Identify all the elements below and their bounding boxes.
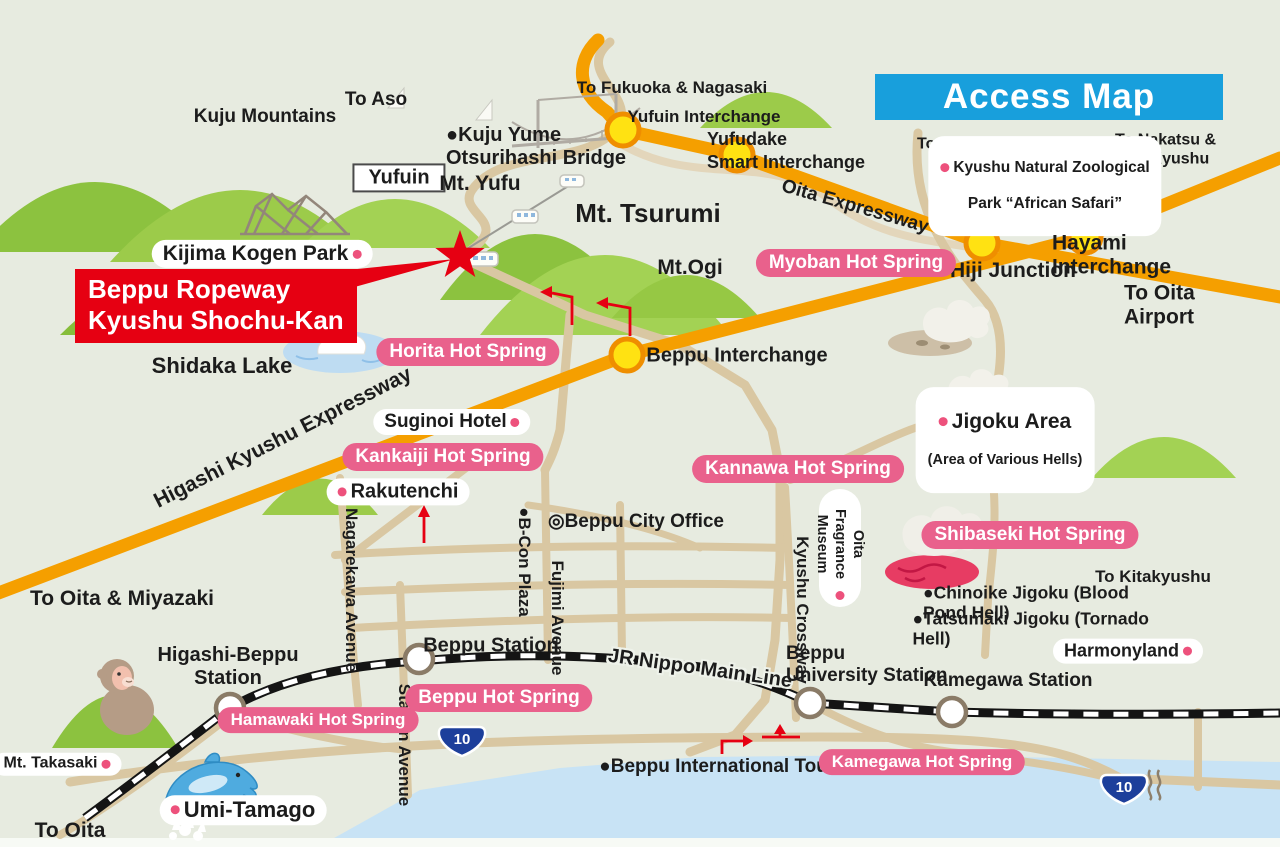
pink-dot bbox=[938, 417, 948, 427]
label-to-oita-airport: To Oita Airport bbox=[1124, 281, 1195, 329]
label-tatsumaki-jigoku: ●Tatsumaki Jigoku (Tornado Hell) bbox=[912, 608, 1149, 649]
badge-zoological-park: Kyushu Natural Zoological Park “African … bbox=[928, 136, 1162, 236]
badge-kijima-kogen-park: Kijima Kogen Park bbox=[151, 239, 373, 269]
label-hiji-junction: Hiji Junction bbox=[950, 258, 1076, 282]
badge-myoban-hot-spring: Myoban Hot Spring bbox=[755, 248, 957, 278]
steam-marks-icon bbox=[1147, 769, 1162, 801]
badge-kankaiji-hot-spring: Kankaiji Hot Spring bbox=[342, 442, 544, 472]
label-shidaka-lake: Shidaka Lake bbox=[151, 353, 293, 379]
label-fujimi-avenue: Fujimi Avenue bbox=[547, 560, 567, 676]
badge-kamegawa-hot-spring: Kamegawa Hot Spring bbox=[818, 749, 1026, 775]
label-mt-yufu: Mt. Yufu bbox=[439, 171, 521, 195]
label-beppu-city-office: ◎Beppu City Office bbox=[548, 510, 724, 532]
label-hayami-interchange: Hayami Interchange bbox=[1052, 231, 1172, 279]
pink-dot bbox=[1183, 646, 1193, 656]
roller-coaster-icon bbox=[240, 192, 350, 236]
umi-tamago-label: Umi-Tamago bbox=[183, 797, 316, 823]
destination-callout: Beppu Ropeway Kyushu Shochu-Kan bbox=[75, 269, 357, 344]
pink-dot bbox=[835, 591, 845, 600]
label-beppu-station: Beppu Station bbox=[423, 634, 559, 657]
flag-icon bbox=[474, 98, 493, 121]
flag-icon bbox=[386, 86, 405, 109]
ropeway bbox=[461, 174, 585, 267]
badge-suginoi-hotel: Suginoi Hotel bbox=[373, 408, 531, 436]
harmonyland-label: Harmonyland bbox=[1063, 640, 1180, 661]
badge-kannawa-hot-spring: Kannawa Hot Spring bbox=[692, 454, 904, 484]
badge-harmonyland: Harmonyland bbox=[1052, 638, 1204, 664]
jigoku-sublabel: (Area of Various Hells) bbox=[927, 452, 1083, 469]
pink-dot bbox=[170, 805, 180, 815]
expressways bbox=[0, 33, 1280, 600]
label-bcon-plaza: ●B-Con Plaza bbox=[514, 507, 534, 617]
label-to-fukuoka-nagasaki: To Fukuoka & Nagasaki bbox=[576, 78, 768, 98]
badge-hamawaki-hot-spring: Hamawaki Hot Spring bbox=[217, 707, 419, 733]
label-mt-ogi: Mt.Ogi bbox=[657, 255, 723, 279]
badge-umi-tamago: Umi-Tamago bbox=[159, 795, 327, 825]
label-higashi-beppu-station: Higashi-Beppu Station bbox=[157, 643, 299, 689]
label-yufuin-town: Yufuin bbox=[352, 163, 446, 193]
label-mt-tsurumi: Mt. Tsurumi bbox=[575, 197, 721, 228]
route-arrowheads bbox=[418, 286, 786, 747]
label-kamegawa-station: Kamegawa Station bbox=[923, 669, 1093, 691]
label-kuju-yume-bridge: ●Kuju Yume Otsurihashi Bridge bbox=[446, 124, 627, 170]
badge-jigoku-area: Jigoku Area (Area of Various Hells) bbox=[915, 387, 1095, 493]
sea bbox=[0, 755, 1280, 847]
label-beppu-university-station: Beppu University Station bbox=[786, 643, 948, 687]
route-number: 10 bbox=[454, 731, 471, 748]
badge-mt-takasaki: Mt. Takasaki bbox=[0, 752, 122, 776]
fragrance-label: Oita Fragrance Museum bbox=[813, 509, 867, 580]
badge-beppu-hot-spring: Beppu Hot Spring bbox=[405, 683, 593, 713]
route-10-shield: 10 bbox=[437, 725, 487, 758]
label-chinoike-jigoku: ●Chinoike Jigoku (Blood Pond Hell) bbox=[923, 582, 1129, 623]
takasaki-label: Mt. Takasaki bbox=[3, 754, 98, 772]
kijima-label: Kijima Kogen Park bbox=[162, 241, 349, 265]
badge-horita-hot-spring: Horita Hot Spring bbox=[376, 337, 560, 367]
pink-dot bbox=[101, 759, 111, 769]
monkey-icon bbox=[97, 659, 154, 735]
badge-rakutenchi: Rakutenchi bbox=[326, 478, 470, 506]
label-kuju-mountains: Kuju Mountains bbox=[193, 105, 337, 127]
pink-dot bbox=[352, 249, 362, 259]
suginoi-label: Suginoi Hotel bbox=[384, 410, 507, 432]
zoological-line2: Park “African Safari” bbox=[967, 194, 1123, 212]
label-yufudake-smart-interchange: Yufudake Smart Interchange bbox=[707, 129, 866, 173]
pink-dot bbox=[337, 487, 347, 497]
zoological-line1: Kyushu Natural Zoological bbox=[953, 159, 1150, 177]
route-10-shield: 10 bbox=[1099, 773, 1149, 806]
label-to-kitakyushu: To Kitakyushu bbox=[1095, 567, 1211, 587]
pink-dot bbox=[510, 417, 520, 427]
pink-dot bbox=[940, 163, 950, 173]
label-to-aso: To Aso bbox=[344, 88, 408, 110]
jigoku-label: Jigoku Area bbox=[951, 409, 1072, 433]
label-beppu-interchange: Beppu Interchange bbox=[646, 344, 828, 367]
badge-oita-fragrance-museum: Oita Fragrance Museum bbox=[814, 489, 866, 607]
badge-shibaseki-hot-spring: Shibaseki Hot Spring bbox=[921, 520, 1139, 550]
star-marker bbox=[435, 230, 485, 277]
rakutenchi-label: Rakutenchi bbox=[350, 480, 459, 503]
label-nagarekawa-avenue: Nagarekawa Avenue bbox=[341, 507, 361, 673]
label-yufuin-interchange: Yufuin Interchange bbox=[627, 107, 781, 127]
page-title: Access Map bbox=[875, 74, 1223, 120]
label-to-oita-miyazaki: To Oita & Miyazaki bbox=[30, 586, 214, 610]
route-number: 10 bbox=[1116, 779, 1133, 796]
label-to-oita: To Oita bbox=[34, 818, 106, 842]
